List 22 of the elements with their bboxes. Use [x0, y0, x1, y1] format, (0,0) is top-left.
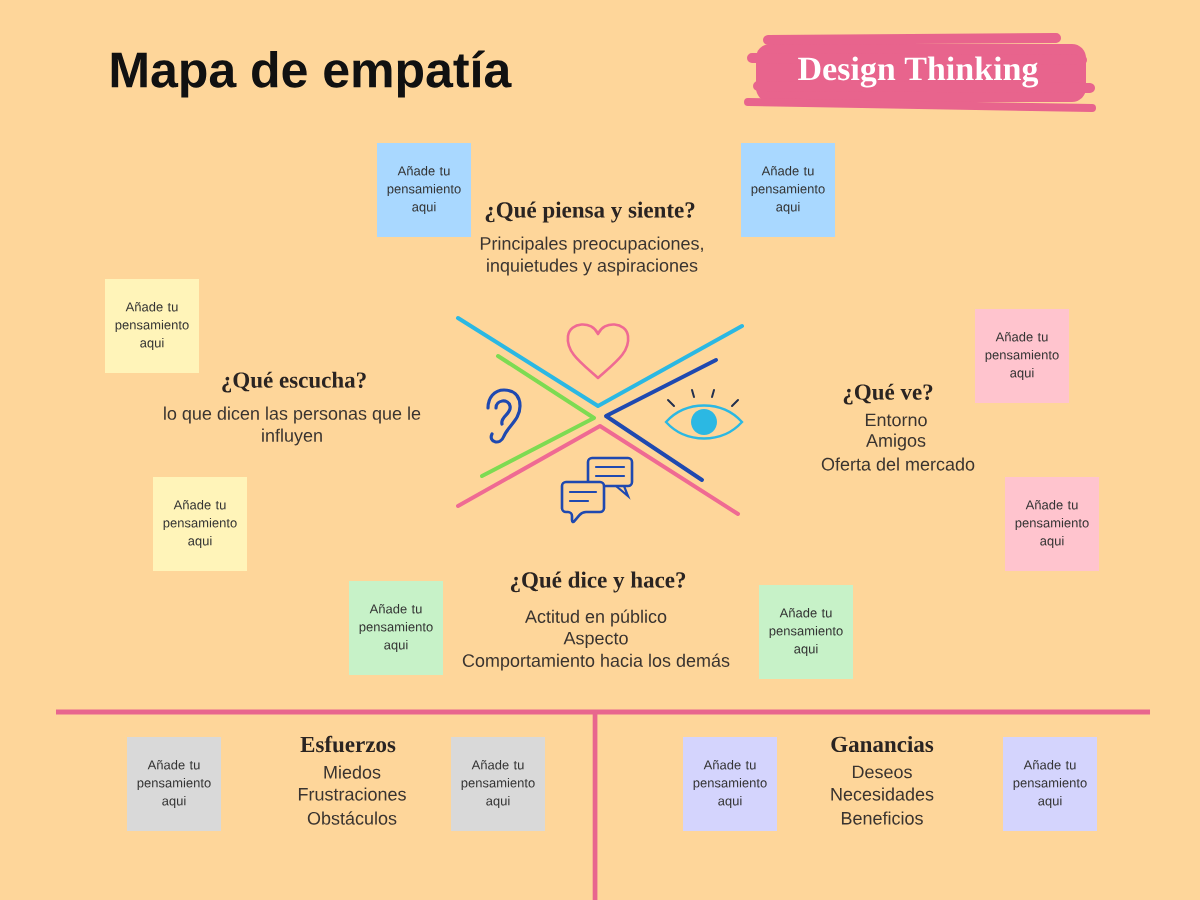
- list-item: Obstáculos: [307, 811, 397, 825]
- list-item: Necesidades: [831, 787, 934, 801]
- list-item: Miedos: [324, 765, 381, 779]
- section-heading: ¿Qué piensa y siente?: [485, 201, 695, 223]
- brush-badge: Design Thinking: [744, 33, 1096, 112]
- list-item: Beneficios: [841, 811, 923, 825]
- list-item: Frustraciones: [298, 787, 406, 801]
- section-text: lo que dicen las personas que le influyen: [164, 406, 421, 446]
- list-item: Amigos: [866, 433, 926, 451]
- section-heading: Ganancias: [831, 735, 934, 753]
- section-text: Principales preocupaciones, inquietudes y aspiraciones: [480, 236, 703, 276]
- list-item: Entorno: [865, 413, 927, 427]
- list-item: Actitud en público: [525, 609, 667, 627]
- section-heading: ¿Qué ve?: [843, 383, 933, 405]
- list-item: Comportamiento hacia los demás: [462, 653, 730, 671]
- section-heading: ¿Qué dice y hace?: [510, 571, 686, 593]
- list-item: Deseos: [852, 765, 912, 779]
- title: Mapa de empatía: [111, 50, 512, 98]
- list-item: Aspecto: [563, 631, 628, 649]
- list-item: Oferta del mercado: [821, 457, 975, 471]
- section-heading: ¿Qué escucha?: [222, 371, 366, 393]
- section-heading: Esfuerzos: [300, 735, 396, 753]
